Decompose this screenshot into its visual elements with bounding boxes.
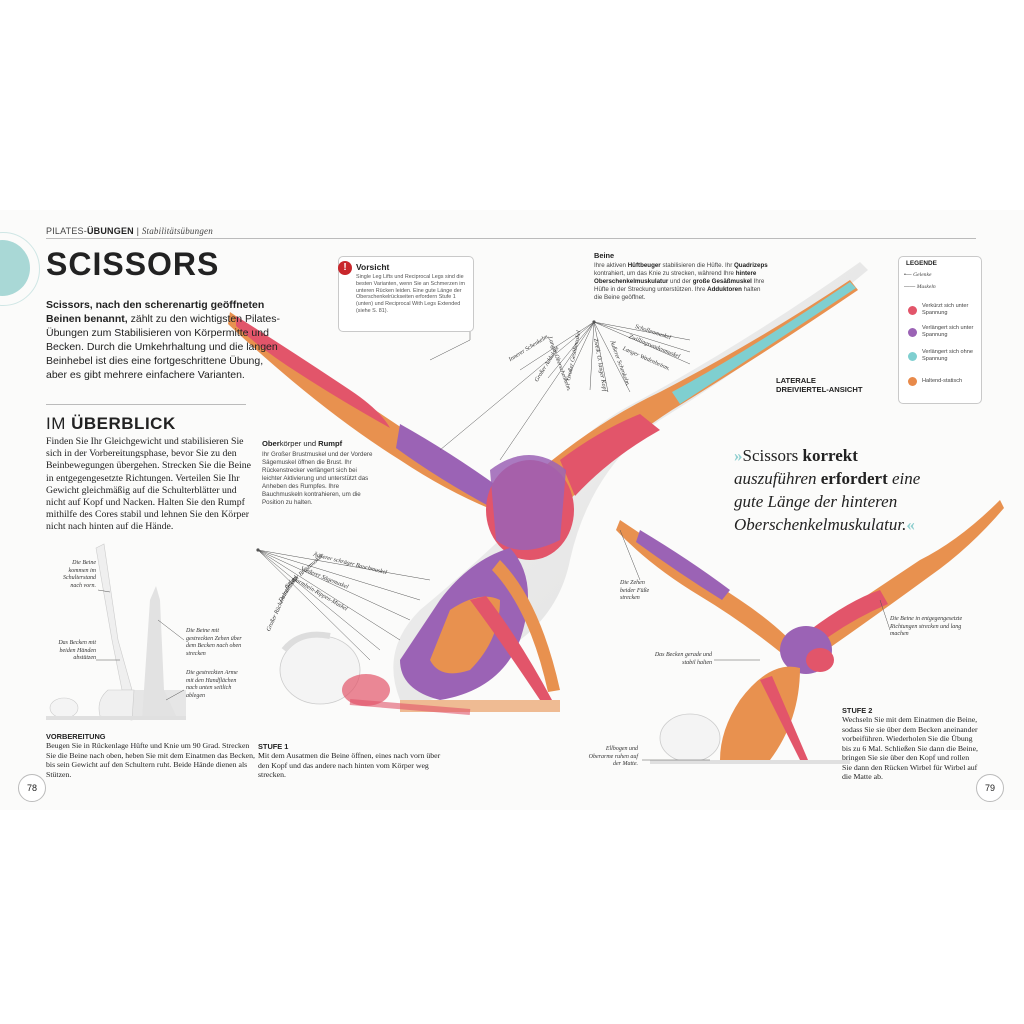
legend-muscles-label: Muskeln bbox=[916, 284, 936, 290]
legend-joints-label: Gelenke bbox=[913, 272, 932, 278]
top-rule bbox=[46, 238, 976, 239]
legs-text-part: stabilisieren die Hüfte. Ihr bbox=[660, 262, 734, 269]
page-number-right: 79 bbox=[976, 774, 1004, 802]
quote-text-3: eine gute Länge der hinteren Oberschenke… bbox=[734, 469, 921, 534]
upper-body-title-a: Ober bbox=[262, 439, 280, 448]
legend-item-1: Verkürzt sich unter Spannung bbox=[922, 303, 969, 316]
view-label-line2: DREIVIERTEL-ANSICHT bbox=[776, 385, 863, 394]
pull-quote: »Scissors korrekt auszuführen erfordert … bbox=[734, 444, 944, 536]
running-head-section-bold: ÜBUNGEN bbox=[86, 226, 134, 236]
legs-text: Ihre aktiven Hüftbeuger stabilisieren di… bbox=[594, 262, 770, 302]
upper-body-text: Ihr Großer Brustmuskel und der Vordere S… bbox=[262, 451, 373, 506]
legend-item-3: Verlängert sich ohne Spannung bbox=[922, 349, 973, 362]
stage2-caption-4: Ellbogen und Oberarme ruhen auf der Matt… bbox=[588, 746, 638, 767]
page-title: SCISSORS bbox=[46, 246, 220, 282]
view-label: LATERALE DREIVIERTEL-ANSICHT bbox=[776, 376, 863, 394]
prep-figure bbox=[46, 543, 186, 721]
legend-dot-static-icon bbox=[908, 377, 917, 386]
prep-text: Beugen Sie in Rückenlage Hüfte und Knie … bbox=[46, 741, 255, 779]
prep-caption-2: Das Becken mit beiden Händen abstützen bbox=[58, 640, 96, 661]
quote-text-2: auszuführen bbox=[734, 469, 821, 488]
overview-heading: IM ÜBERBLICK bbox=[46, 414, 176, 434]
stage1-label: STUFE 1 bbox=[258, 742, 289, 751]
stage1-figure bbox=[228, 262, 868, 715]
legs-text-part: Ihre aktiven bbox=[594, 262, 628, 269]
intro-bold: Scissors, nach den scherenartig geöffnet… bbox=[46, 299, 265, 325]
warning-box bbox=[338, 256, 474, 332]
stage2-label: STUFE 2 bbox=[842, 706, 873, 715]
overview-rule bbox=[46, 404, 246, 405]
intro-text: Scissors, nach den scherenartig geöffnet… bbox=[46, 298, 286, 382]
running-head: PILATES-ÜBUNGEN | Stabilitätsübungen bbox=[46, 226, 213, 236]
quote-close-mark: « bbox=[906, 515, 915, 534]
running-head-section: PILATES- bbox=[46, 226, 87, 236]
legend-dot-passive-icon bbox=[908, 352, 917, 361]
quote-bold-1: korrekt bbox=[802, 446, 858, 465]
legend-dot-lengthen-icon bbox=[908, 328, 917, 337]
stage2-text: Wechseln Sie mit dem Einatmen die Beine,… bbox=[842, 715, 978, 781]
overview-heading-bold: ÜBERBLICK bbox=[71, 414, 176, 433]
legs-title: Beine bbox=[594, 251, 615, 260]
legend-item-4: Haltend-statisch bbox=[922, 378, 963, 384]
warning-text: Single Leg Lifts und Reciprocal Legs sin… bbox=[356, 274, 465, 314]
prep-caption-3: Die Beine mit gestreckten Zehen über dem… bbox=[186, 628, 242, 657]
view-label-line1: LATERALE bbox=[776, 376, 816, 385]
legs-text-bold: hintere Oberschenkelmuskulatur bbox=[594, 270, 757, 285]
prep-caption-1: Die Beine kommen im Schulterstand nach v… bbox=[63, 560, 96, 589]
overview-text: Finden Sie Ihr Gleichgewicht und stabili… bbox=[46, 436, 251, 533]
joint-marker-icon: •— bbox=[904, 272, 912, 278]
upper-body-title: Oberkörper und Rumpf bbox=[262, 440, 342, 448]
legend-item-2: Verlängert sich unter Spannung bbox=[922, 325, 974, 338]
legs-text-part: und der bbox=[668, 278, 693, 285]
legs-text-part: halten die Beine geöffnet. bbox=[594, 286, 761, 301]
legend-muscles: —— Muskeln bbox=[904, 284, 936, 291]
leader-lines bbox=[96, 312, 891, 761]
page-number-left: 78 bbox=[18, 774, 46, 802]
stage2-caption-1: Die Zehen beider Füße strecken bbox=[620, 580, 650, 601]
stage2-caption-2: Das Becken gerade und stabil halten bbox=[654, 652, 712, 666]
quote-bold-2: erfordert bbox=[820, 469, 888, 488]
legs-text-part: kontrahiert, um das Knie zu strecken, wä… bbox=[594, 270, 736, 277]
legs-text-bold: Quadrizeps bbox=[733, 262, 768, 269]
legend-title: LEGENDE bbox=[906, 260, 937, 267]
prep-caption-4: Die gestreckten Arme mit den Handflächen… bbox=[186, 670, 238, 699]
upper-body-title-c: und bbox=[301, 439, 319, 448]
running-head-sub: Stabilitätsübungen bbox=[141, 226, 213, 236]
warning-title: Vorsicht bbox=[356, 262, 390, 272]
stage1-text: Mit dem Ausatmen die Beine öffnen, eines… bbox=[258, 751, 441, 779]
legend-joints: •— Gelenke bbox=[904, 272, 931, 279]
quote-open-mark: » bbox=[734, 446, 743, 465]
muscle-marker-icon: —— bbox=[904, 284, 916, 290]
upper-body-title-b: körper bbox=[279, 439, 302, 448]
stage2-figure bbox=[616, 500, 1004, 764]
legend-dot-contract-icon bbox=[908, 306, 917, 315]
stage2-caption-3: Die Beine in entgegengesetzte Richtungen… bbox=[890, 616, 963, 637]
warning-icon: ! bbox=[338, 261, 352, 275]
running-head-separator: | bbox=[136, 226, 140, 236]
legs-text-bold: Hüftbeuger bbox=[627, 262, 661, 269]
legs-text-bold: Adduktoren bbox=[707, 286, 742, 293]
overview-heading-light: IM bbox=[46, 414, 72, 433]
legs-text-part: Ihre Hüfte in der Streckung unterstützen… bbox=[594, 278, 765, 293]
intro-rest: zählt zu den wichtigsten Pilates-Übungen… bbox=[46, 313, 281, 381]
prep-label: VORBEREITUNG bbox=[46, 732, 106, 741]
upper-body-title-d: Rumpf bbox=[318, 439, 343, 448]
quote-text-1: Scissors bbox=[742, 446, 803, 465]
legs-text-bold: große Gesäßmuskel bbox=[692, 278, 752, 285]
